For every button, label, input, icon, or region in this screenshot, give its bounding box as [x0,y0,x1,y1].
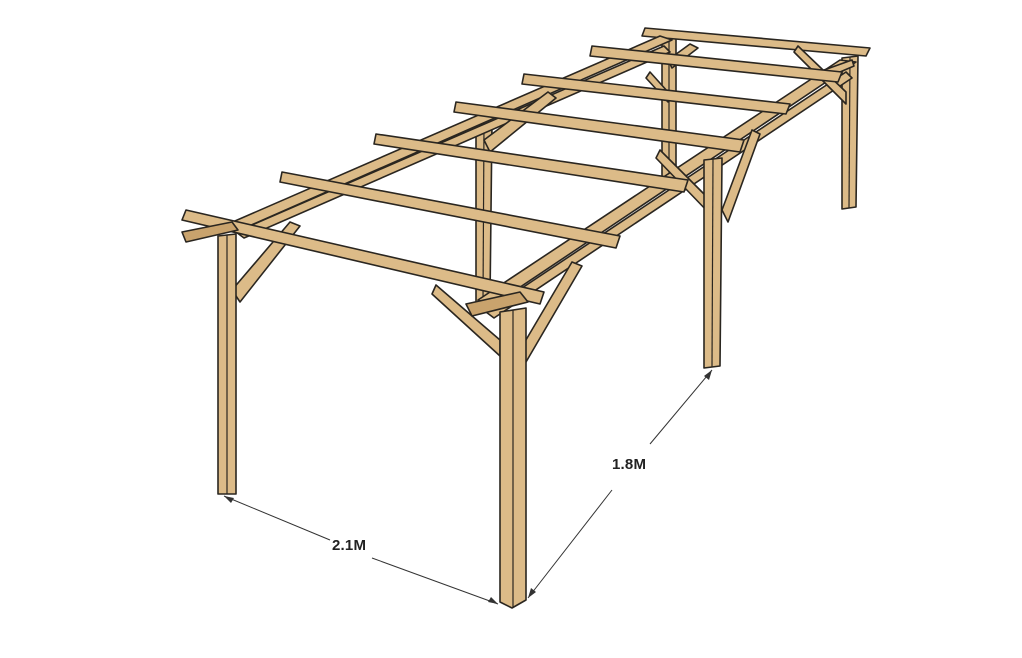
beam-end-front-right [465,291,529,317]
rafters [181,45,843,317]
rafter-1 [181,209,545,305]
depth-dimension-line [527,369,713,599]
width-dimension-label: 2.1M [332,537,367,554]
rafter-3 [373,133,689,193]
depth-dimension-label: 1.8M [612,456,647,473]
rafter-5 [521,73,791,115]
width-dimension-line [223,495,499,605]
right-middle-post [703,157,723,369]
rafter-4 [453,101,745,153]
front-left-post [217,233,237,495]
rafter-6 [589,45,843,83]
rafter-2 [279,171,621,249]
front-right-post [499,307,527,609]
back-beam [641,27,871,57]
